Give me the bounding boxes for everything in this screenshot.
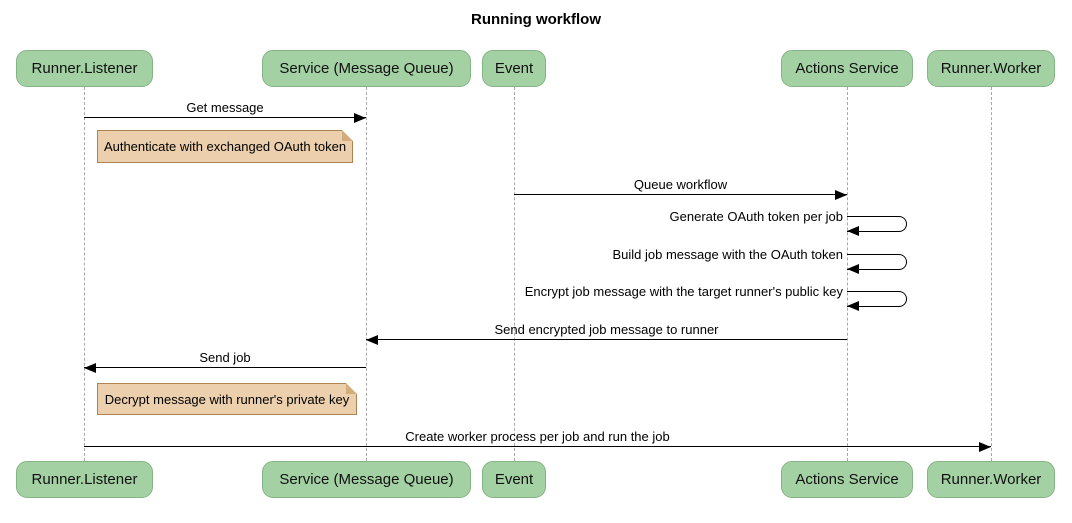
actor-event-bottom: Event xyxy=(482,461,546,498)
actor-actions-service-bottom: Actions Service xyxy=(781,461,913,498)
message-label-generate-oauth-token: Generate OAuth token per job xyxy=(669,209,843,224)
message-label-get-message: Get message xyxy=(186,100,264,115)
lifeline-actions-service xyxy=(847,87,848,461)
note-fold-corner-icon xyxy=(346,383,357,394)
message-label-create-worker: Create worker process per job and run th… xyxy=(405,429,670,444)
message-label-send-encrypted: Send encrypted job message to runner xyxy=(494,322,719,337)
note-authenticate: Authenticate with exchanged OAuth token xyxy=(97,130,353,163)
arrowhead-left-icon xyxy=(366,335,378,345)
arrowhead-left-icon xyxy=(847,264,859,274)
self-loop-line xyxy=(847,254,907,270)
note-fold-corner-icon xyxy=(342,130,353,141)
note-text: Authenticate with exchanged OAuth token xyxy=(103,139,347,154)
actor-runner-listener-bottom: Runner.Listener xyxy=(16,461,153,498)
arrowhead-right-icon xyxy=(979,442,991,452)
self-loop-line xyxy=(847,291,907,307)
lifeline-event xyxy=(514,87,515,461)
actor-service-message-queue-top: Service (Message Queue) xyxy=(262,50,471,87)
note-text: Decrypt message with runner's private ke… xyxy=(104,391,350,407)
note-decrypt: Decrypt message with runner's private ke… xyxy=(97,383,357,415)
message-line-queue-workflow xyxy=(514,194,847,195)
message-label-encrypt-job-message: Encrypt job message with the target runn… xyxy=(524,284,843,299)
message-line-send-job xyxy=(84,367,366,368)
message-label-send-job: Send job xyxy=(199,350,251,365)
actor-runner-listener-top: Runner.Listener xyxy=(16,50,153,87)
message-line-create-worker xyxy=(84,446,991,447)
self-loop-line xyxy=(847,216,907,232)
lifeline-runner-listener xyxy=(84,87,85,461)
message-label-build-job-message: Build job message with the OAuth token xyxy=(612,247,843,262)
actor-actions-service-top: Actions Service xyxy=(781,50,913,87)
message-line-send-encrypted xyxy=(366,339,847,340)
actor-runner-worker-top: Runner.Worker xyxy=(927,50,1055,87)
message-line-get-message xyxy=(84,117,366,118)
arrowhead-right-icon xyxy=(354,113,366,123)
actor-event-top: Event xyxy=(482,50,546,87)
actor-service-message-queue-bottom: Service (Message Queue) xyxy=(262,461,471,498)
arrowhead-left-icon xyxy=(847,301,859,311)
lifeline-runner-worker xyxy=(991,87,992,461)
lifeline-service-message-queue xyxy=(366,87,367,461)
message-label-queue-workflow: Queue workflow xyxy=(633,177,728,192)
arrowhead-left-icon xyxy=(84,363,96,373)
arrowhead-left-icon xyxy=(847,226,859,236)
arrowhead-right-icon xyxy=(835,190,847,200)
actor-runner-worker-bottom: Runner.Worker xyxy=(927,461,1055,498)
diagram-title: Running workflow xyxy=(471,11,601,28)
